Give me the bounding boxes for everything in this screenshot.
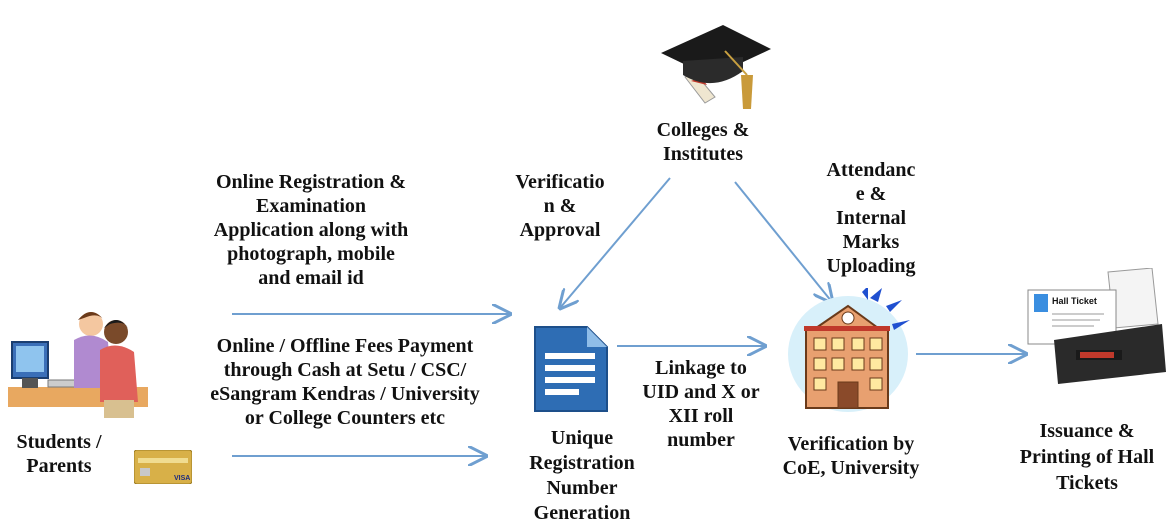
students-computer-icon xyxy=(8,312,148,418)
card-brand-text: VISA xyxy=(174,475,190,482)
arrow-college-to-coe xyxy=(734,181,832,302)
arrow-college-to-registration xyxy=(560,177,671,308)
students-parents-label: Students /Parents xyxy=(16,431,102,477)
colleges-institutes-label: Colleges &Institutes xyxy=(656,119,750,165)
graduation-cap-icon xyxy=(661,25,771,109)
university-building-icon xyxy=(788,288,910,412)
credit-card-icon: VISA xyxy=(134,450,192,484)
document-icon xyxy=(534,326,608,412)
printer-icon: Hall Ticket xyxy=(1027,268,1166,384)
hall-ticket-sheet-text: Hall Ticket xyxy=(1052,296,1097,306)
